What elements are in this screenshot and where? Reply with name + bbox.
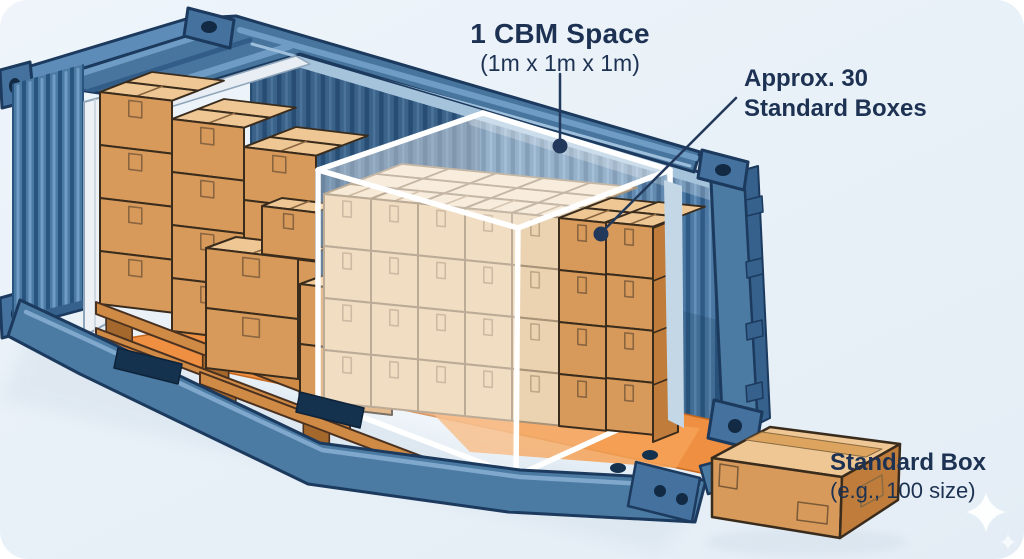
cbm-space-subtitle: (1m x 1m x 1m) bbox=[480, 50, 640, 76]
cbm-space-title: 1 CBM Space bbox=[470, 18, 650, 49]
capacity-label: Approx. 30 Standard Boxes bbox=[744, 64, 927, 124]
callouts bbox=[552, 72, 738, 242]
standard-box-title: Standard Box bbox=[830, 449, 987, 476]
callout-dot-capacity bbox=[593, 226, 609, 242]
cbm-washed-boxes bbox=[323, 163, 638, 427]
standard-box-subtitle: (e.g., 100 size) bbox=[830, 478, 976, 503]
capacity-line2: Standard Boxes bbox=[744, 95, 927, 122]
container-bottom-rail bbox=[6, 298, 708, 524]
callout-line-capacity bbox=[602, 96, 738, 232]
container-door-post bbox=[664, 148, 771, 496]
standard-box-illustration bbox=[706, 425, 906, 556]
left-end-corrugation bbox=[12, 64, 84, 318]
capacity-line1: Approx. 30 bbox=[744, 65, 869, 92]
callout-dot-cbm bbox=[552, 138, 568, 154]
standard-box-label: Standard Box (e.g., 100 size) bbox=[830, 448, 986, 504]
cbm-cube-edges-front bbox=[315, 110, 521, 479]
cbm-space-label: 1 CBM Space (1m x 1m x 1m) bbox=[400, 18, 720, 77]
sparkle-icon bbox=[966, 492, 1015, 550]
